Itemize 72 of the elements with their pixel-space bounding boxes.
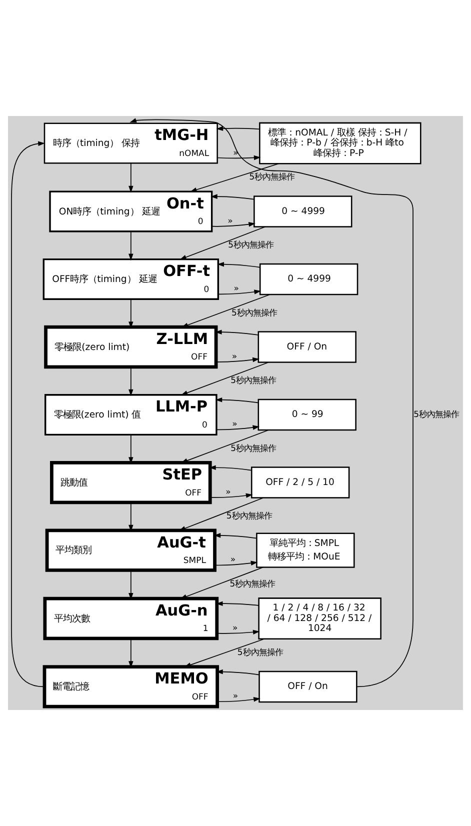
- arrow: [216, 697, 260, 702]
- node-box: 單純平均：SMPL 轉移平均：MOuE: [256, 532, 355, 568]
- node-box: 0 ~ 99: [258, 398, 356, 431]
- edge-label: »: [232, 418, 238, 428]
- node-box: 0 ~ 4999: [259, 263, 358, 296]
- arrow: [214, 533, 257, 539]
- edge-label: »: [233, 148, 238, 158]
- edge-label: »: [232, 350, 238, 361]
- edge-label: »: [234, 282, 239, 293]
- arrow: [214, 330, 259, 336]
- node-box: OFF時序（timing） 延遲 OFF-t 0: [42, 258, 220, 300]
- node-box: 零極限(zero limt) Z-LLM OFF: [44, 325, 218, 369]
- edge-label: 5秒內無操作: [414, 408, 459, 419]
- arrow: [180, 430, 270, 463]
- node-box: OFF / On: [258, 331, 356, 363]
- arrow: [128, 162, 134, 193]
- edge-label: »: [232, 622, 238, 633]
- arrow: [180, 226, 266, 260]
- arrow: [184, 638, 265, 668]
- arrow: [209, 465, 252, 471]
- arrow: [128, 570, 134, 600]
- arrow: [180, 362, 270, 396]
- arrow: [181, 294, 270, 328]
- arrow: [178, 497, 264, 531]
- arrow: [190, 163, 280, 192]
- edge-label: 5秒內無操作: [249, 172, 295, 182]
- arrow: [211, 222, 256, 227]
- arrow: [128, 366, 134, 396]
- arrow: [210, 493, 253, 498]
- node-box: 1 / 2 / 4 / 8 / 16 / 32 / 64 / 128 / 256 / 512 / 1024: [258, 598, 382, 640]
- arrow: [216, 630, 260, 635]
- arrow: [128, 638, 134, 668]
- node-box: 平均次數 AuG-n 1: [43, 596, 219, 640]
- arrow: [128, 434, 134, 464]
- arrow: [217, 155, 261, 160]
- arrow: [216, 601, 259, 606]
- node-box: 斷電記憶 MEMO OFF: [42, 665, 219, 708]
- arrow: [128, 231, 134, 261]
- node-box: 零極限(zero limt) 值 LLM-P 0: [44, 394, 218, 436]
- edge-label: 5秒內無操作: [230, 578, 276, 588]
- edge-label: 5秒內無操作: [226, 510, 272, 521]
- edge-label: 5秒內無操作: [228, 239, 274, 250]
- edge-label: 5秒內無操作: [237, 646, 283, 657]
- arrow: [215, 397, 259, 404]
- edge-label: »: [232, 690, 238, 700]
- node-box: 標準：nOMAL / 取樣 保持：S-H / 峰保持：P-b / 谷保持：b-H 峰to 峰保持：P-P: [259, 122, 422, 164]
- arrow: [180, 566, 264, 599]
- edge-label: »: [228, 215, 233, 226]
- node-box: OFF / On: [258, 670, 358, 703]
- edge-label: 5秒內無操作: [230, 375, 276, 386]
- node-box: 0 ~ 4999: [254, 196, 352, 228]
- arrow: [130, 118, 414, 688]
- node-box: OFF / 2 / 5 / 10: [251, 466, 350, 498]
- arrow: [216, 425, 260, 430]
- node-box: ON時序（timing） 延遲 On-t 0: [49, 190, 213, 232]
- node-box: 平均類別 AuG-t SMPL: [45, 528, 216, 572]
- arrow: [128, 502, 134, 532]
- arrow: [216, 669, 260, 676]
- node-box: 時序（timing） 保持 tMG-H nOMAL: [44, 122, 218, 164]
- arrow: [11, 141, 45, 688]
- arrow: [210, 194, 255, 200]
- edge-label: 5秒內無操作: [231, 307, 277, 318]
- arrow: [216, 126, 260, 131]
- arrow: [128, 298, 134, 328]
- edge-label: »: [230, 554, 236, 564]
- arrow: [216, 357, 260, 362]
- edge-label: »: [226, 486, 231, 496]
- edge-label: 5秒內無操作: [230, 442, 276, 453]
- arrow: [214, 560, 258, 566]
- node-box: 跳動值 StEP OFF: [50, 460, 212, 504]
- arrow: [217, 262, 260, 268]
- arrow: [218, 290, 262, 295]
